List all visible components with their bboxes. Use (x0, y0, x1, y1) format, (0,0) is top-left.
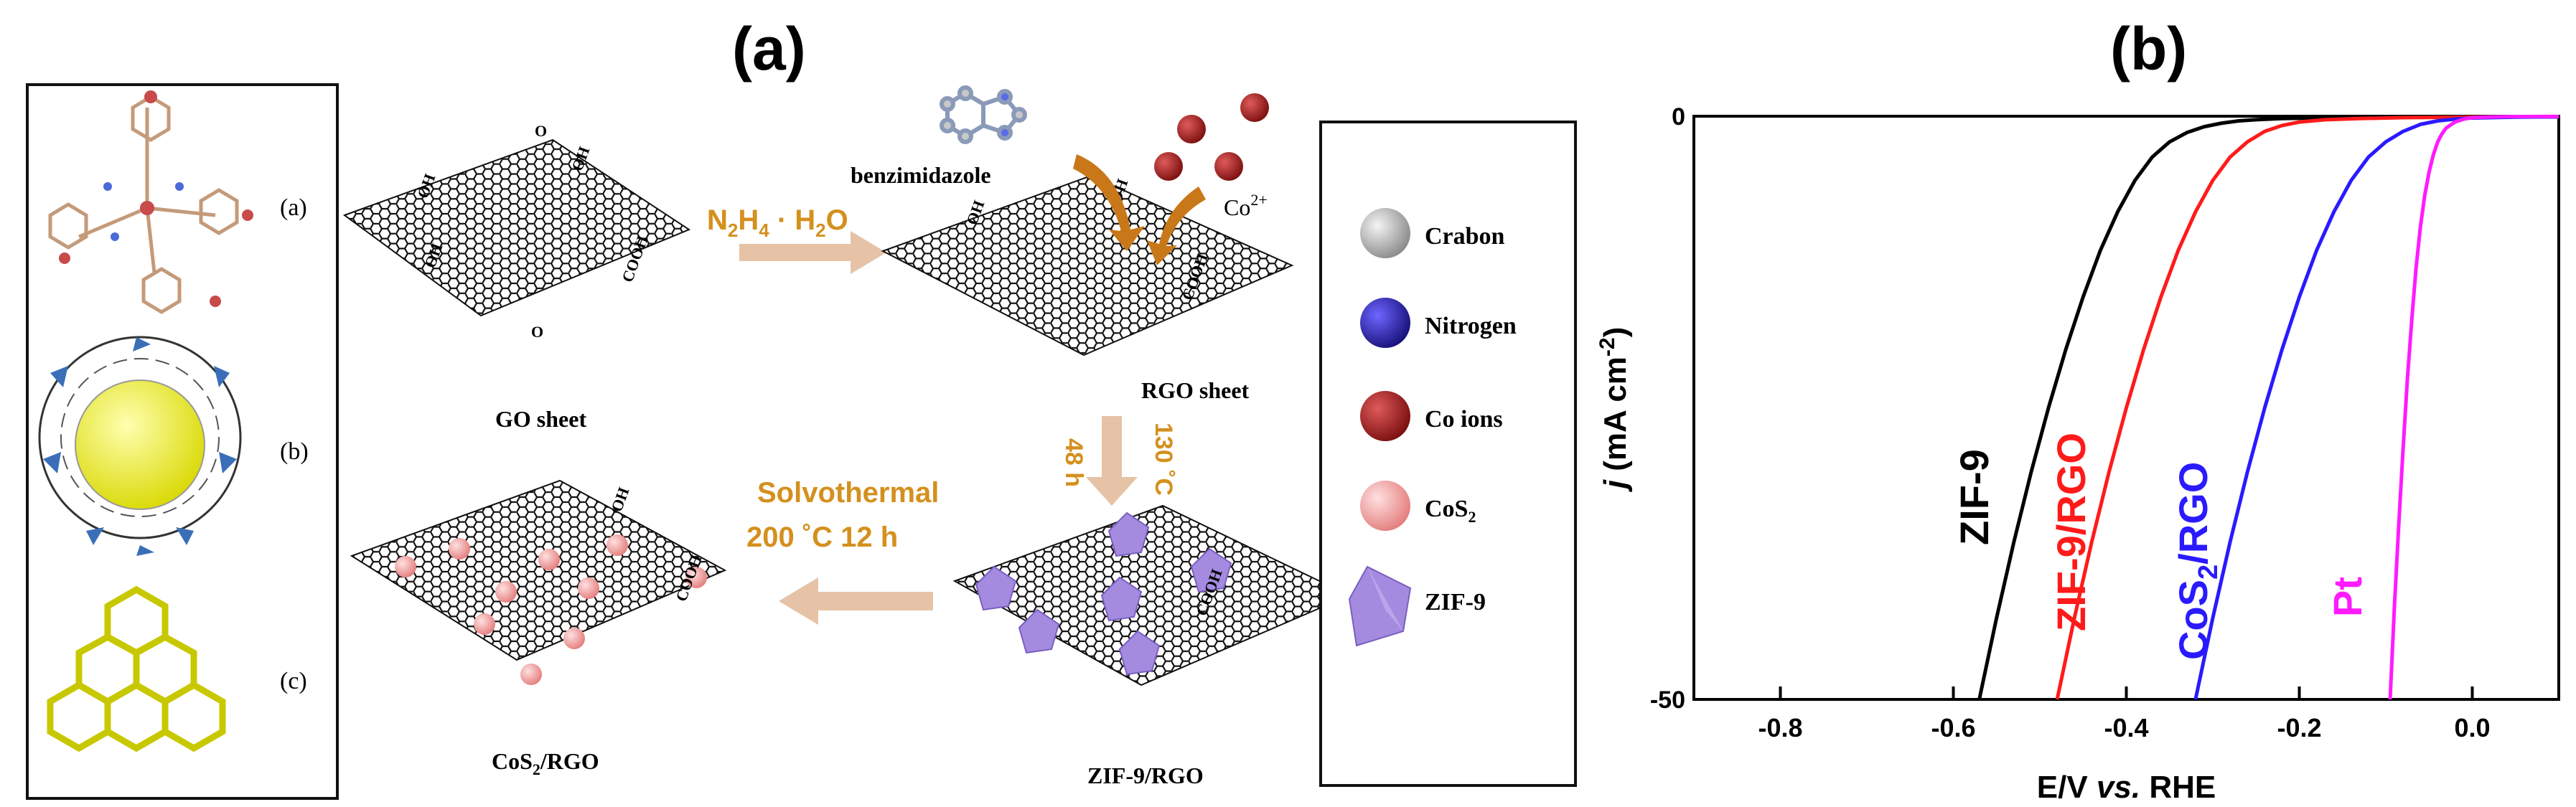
zif-rgo-label: ZIF-9/RGO (1087, 763, 1204, 788)
cos2-rgo-label: CoS2/RGO (492, 748, 599, 778)
chart-series (1977, 114, 2559, 700)
series-line (2193, 115, 2559, 700)
molecule-atoms (59, 90, 253, 307)
legend-carbon-swatch (1360, 208, 1410, 258)
x-tick-label: 0.0 (2454, 713, 2490, 742)
o-group: O (531, 323, 543, 341)
series-line (2388, 114, 2559, 700)
x-tick-label: -0.8 (1758, 713, 1802, 742)
series-label: CoS2/RGO (2170, 462, 2224, 660)
cos2-rgo-sheet: OH COOH (350, 479, 727, 685)
legend-cos2-swatch (1360, 481, 1410, 531)
legend-cos2-label: CoS2 (1425, 496, 1476, 526)
co-ion-label: Co2+ (1224, 191, 1268, 220)
legend-nitrogen-label: Nitrogen (1425, 313, 1517, 339)
legend-zif9-swatch (1348, 565, 1412, 647)
step2-temp-label: 130 ˚C (1150, 423, 1177, 496)
x-axis-label: E/V vs. RHE (2037, 770, 2216, 805)
svg-text:NN: NN (707, 204, 728, 236)
arrow-reduction (739, 231, 886, 274)
x-tick-label: -0.6 (1931, 713, 1975, 742)
series-label: Pt (2325, 577, 2370, 617)
framework-structure (47, 585, 226, 752)
legend-co-swatch (1360, 391, 1410, 441)
benzimidazole-molecule (940, 85, 1027, 144)
arrow-hydrothermal (1086, 416, 1138, 506)
rgo-sheet-label: RGO sheet (1141, 377, 1250, 403)
y-tick-label: -50 (1650, 686, 1685, 714)
legend-zif9-label: ZIF-9 (1425, 589, 1486, 615)
series-line (2055, 115, 2559, 700)
x-tick-label: -0.2 (2277, 713, 2321, 742)
x-tick-label: -0.4 (2104, 713, 2148, 742)
molecule-structure (48, 95, 239, 314)
cage-structure (38, 336, 242, 556)
structure-label-c: (c) (280, 668, 307, 694)
arrow-solvothermal (779, 577, 933, 625)
axis-ticks: -0.8 -0.6 -0.4 -0.2 0.0 0 -50 (1650, 103, 2491, 742)
y-tick-label: 0 (1672, 103, 1685, 131)
structure-box: (a) (b) (c) (26, 83, 339, 800)
polarization-chart: -0.8 -0.6 -0.4 -0.2 0.0 0 -50 ZIF-9 ZIF-9/RGO Co… (1596, 103, 2560, 805)
legend-box: Crabon Nitrogen Co ions CoS2 ZIF-9 (1319, 121, 1577, 787)
legend-co-label: Co ions (1425, 406, 1503, 433)
legend-border (1319, 121, 1577, 787)
reduction-agent-text: N2H4 · H2O (707, 204, 848, 241)
series-label: ZIF-9/RGO (2048, 433, 2094, 631)
series-labels: ZIF-9 ZIF-9/RGO CoS2/RGO Pt (1952, 433, 2370, 660)
co-ions (1154, 93, 1269, 181)
zif-rgo-sheet: COOH (952, 504, 1352, 686)
series-label: ZIF-9 (1952, 449, 1997, 545)
legend-carbon-label: Crabon (1425, 223, 1505, 250)
panel-b-title: (b) (2110, 15, 2188, 82)
o-group: O (535, 122, 547, 140)
step3-line1: Solvothermal (757, 477, 939, 509)
go-sheet: OH O OH OH COOH O (342, 122, 691, 341)
go-sheet-label: GO sheet (495, 406, 586, 432)
step2-time-label: 48 h (1060, 438, 1087, 487)
y-axis-label: j (mA cm-2) (1596, 327, 1633, 493)
reduction-agent-label: NN (707, 204, 728, 236)
benzimidazole-label: benzimidazole (851, 162, 991, 188)
oh-group: OH (607, 485, 632, 514)
panel-a-title: (a) (732, 15, 806, 82)
legend-nitrogen-swatch (1360, 298, 1410, 348)
addition-arrows (1073, 154, 1206, 265)
structure-label-a: (a) (280, 194, 307, 221)
step3-line2: 200 ˚C 12 h (746, 522, 898, 553)
structure-label-b: (b) (280, 438, 309, 465)
